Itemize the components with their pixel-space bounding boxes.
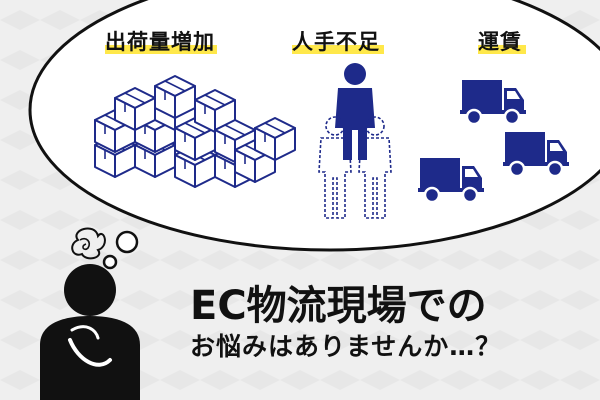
thinking-person-icon bbox=[40, 227, 140, 400]
highlight-shipment bbox=[105, 45, 217, 54]
label-freight: 運賃 bbox=[478, 26, 522, 56]
headline-line-2: お悩みはありませんか…？ bbox=[190, 332, 502, 361]
label-shipment-increase: 出荷量増加 bbox=[105, 26, 215, 56]
highlight-freight bbox=[478, 45, 526, 54]
highlight-labor bbox=[292, 45, 384, 54]
label-freight-text: 運賃 bbox=[478, 30, 522, 54]
headline: EC物流現場での お悩みはありませんか…？ bbox=[190, 283, 501, 365]
label-labor-shortage: 人手不足 bbox=[292, 26, 380, 56]
headline-line-1: EC物流現場での bbox=[190, 283, 487, 329]
label-labor-shortage-text: 人手不足 bbox=[292, 30, 380, 54]
label-shipment-increase-text: 出荷量増加 bbox=[105, 30, 215, 54]
thought-bubble-icon bbox=[102, 230, 139, 270]
worker-icon bbox=[318, 63, 392, 219]
